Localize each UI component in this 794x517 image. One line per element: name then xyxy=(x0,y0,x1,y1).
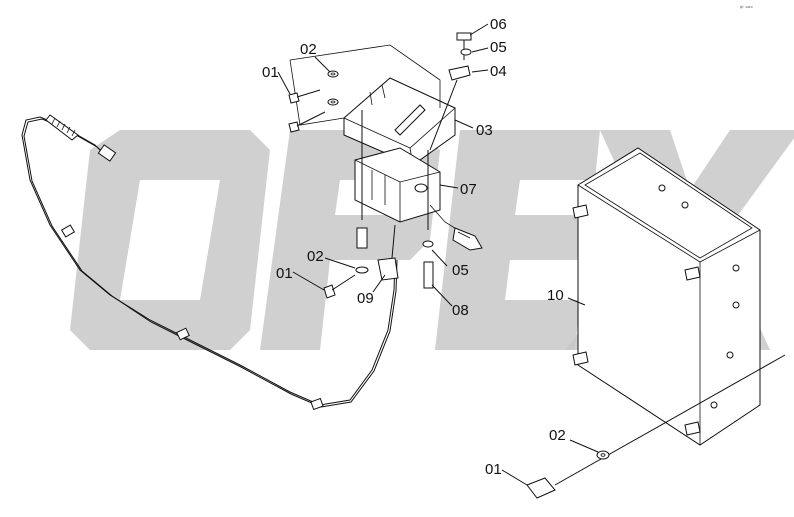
callout-04: 04 xyxy=(490,63,507,80)
callout-08: 08 xyxy=(452,302,469,319)
washer-05-b xyxy=(422,240,434,248)
screw-01-a xyxy=(288,92,300,104)
callout-07: 07 xyxy=(460,181,477,198)
screw-01-d xyxy=(526,477,556,499)
screw-01-c xyxy=(323,284,336,299)
fasteners-middle xyxy=(323,224,434,299)
box-latch-1 xyxy=(572,204,589,219)
leader-lines xyxy=(277,23,599,486)
bracket-slot xyxy=(394,104,426,136)
fasteners-bottom xyxy=(526,354,786,499)
callout-01-top: 01 xyxy=(262,64,279,81)
callout-05-mid: 05 xyxy=(452,262,469,279)
callout-01-bot: 01 xyxy=(485,461,502,478)
callouts: 01 02 06 05 04 03 07 02 01 09 05 08 10 0… xyxy=(262,16,566,478)
callout-02-top: 02 xyxy=(300,41,317,58)
cable-clip-2 xyxy=(176,327,190,341)
actuator-housing xyxy=(354,147,483,251)
corner-mark: ᵍᴵ ᵒᵒᵒ xyxy=(740,5,753,12)
callout-02-bot: 02 xyxy=(549,427,566,444)
box-latch-2 xyxy=(572,351,589,366)
screw-06 xyxy=(456,32,472,41)
screw-01-b xyxy=(288,121,300,133)
washer-02-a xyxy=(327,70,339,78)
bolt-mid xyxy=(356,227,368,249)
cable-clip-1 xyxy=(60,224,76,238)
cable-end-fitting xyxy=(97,144,117,162)
cable-clamp-09 xyxy=(377,257,399,281)
control-cable xyxy=(21,114,398,411)
clamp-04 xyxy=(448,65,471,81)
callout-09: 09 xyxy=(357,290,374,307)
callout-03: 03 xyxy=(476,122,493,139)
callout-10: 10 xyxy=(547,287,564,304)
box-latch-4 xyxy=(684,421,701,436)
mounting-bracket xyxy=(289,44,456,166)
cable-spring xyxy=(45,114,79,141)
washer-05-a xyxy=(460,48,472,56)
bolt-08 xyxy=(423,261,434,289)
fasteners-top xyxy=(288,32,472,230)
control-box xyxy=(572,147,761,446)
washer-02-d xyxy=(596,450,610,460)
callout-02-mid: 02 xyxy=(307,248,324,265)
cable-clip-3 xyxy=(310,397,324,411)
callout-01-mid: 01 xyxy=(276,265,293,282)
washer-02-b xyxy=(327,98,339,106)
box-latch-3 xyxy=(684,266,701,281)
callout-06: 06 xyxy=(490,16,507,33)
washer-02-c xyxy=(355,266,369,274)
callout-05-top: 05 xyxy=(490,39,507,56)
